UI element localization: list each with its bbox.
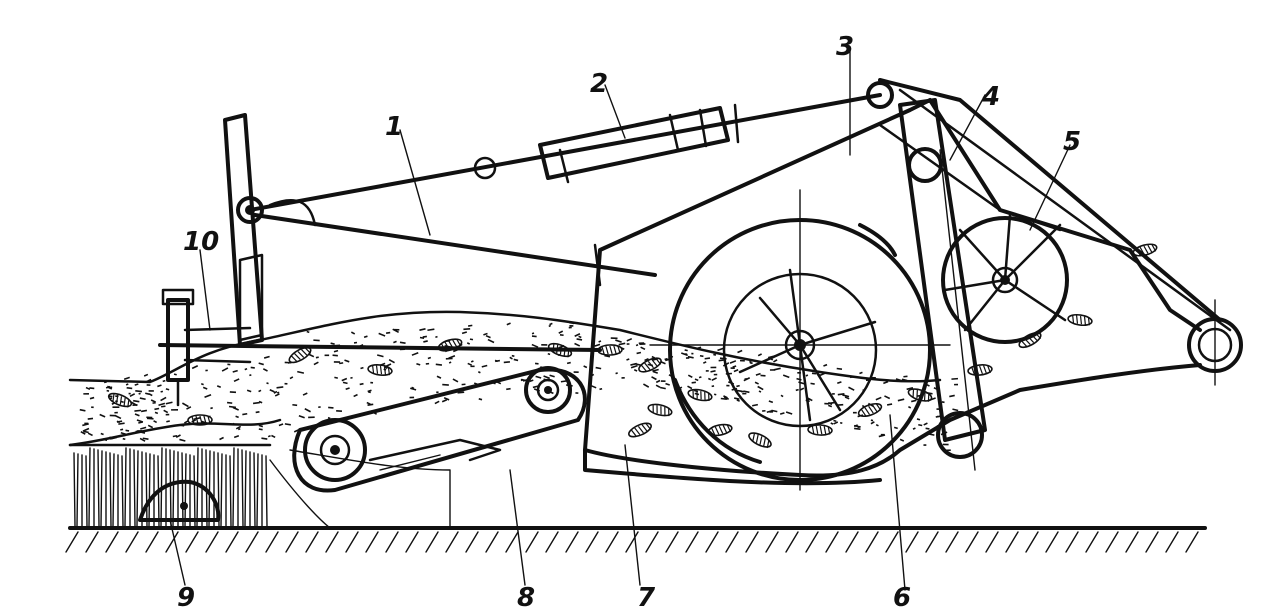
skid-shoe [138, 479, 221, 522]
rear-roller [1187, 299, 1243, 386]
lift-linkage [253, 198, 657, 277]
feeder-drum [649, 189, 951, 491]
callout-2: 2 [590, 69, 608, 99]
beater-reel [941, 213, 1069, 344]
callout-10: 10 [183, 227, 219, 257]
feed-arm [898, 98, 987, 471]
callout-3: 3 [836, 32, 854, 62]
hydraulic-cylinder [236, 81, 894, 224]
support-jack [161, 288, 195, 407]
callout-1: 1 [385, 112, 403, 142]
callout-4: 4 [981, 82, 1000, 112]
header-frame [583, 78, 1232, 486]
callout-7: 7 [637, 583, 656, 609]
ground [65, 526, 1207, 553]
callout-5: 5 [1063, 127, 1081, 157]
callout-8: 8 [517, 583, 535, 609]
callout-6: 6 [893, 583, 911, 609]
callout-9: 9 [177, 583, 195, 609]
callout-leaders [169, 49, 1071, 591]
callout-labels: 1 2 3 4 5 6 7 8 9 10 [177, 32, 1081, 609]
grain-ears [107, 243, 1158, 449]
hitch-post [158, 113, 602, 364]
pickup-conveyor [292, 366, 587, 493]
